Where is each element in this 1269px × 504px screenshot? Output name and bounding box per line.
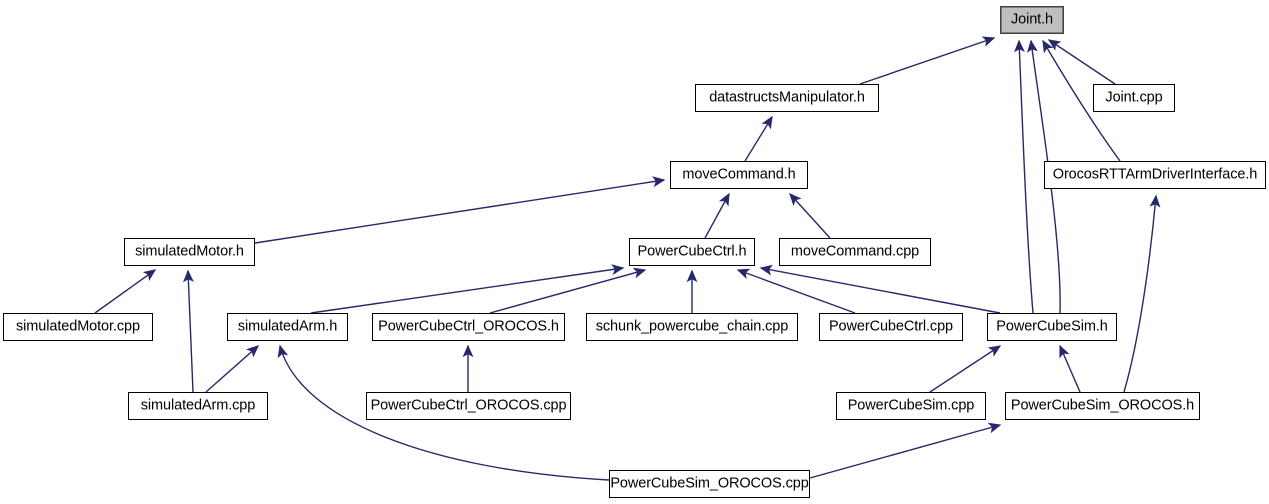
graph-node-simulatedmotor_cpp[interactable]: simulatedMotor.cpp bbox=[3, 313, 153, 341]
graph-node-label: PowerCubeCtrl_OROCOS.cpp bbox=[370, 397, 567, 414]
graph-node-joint_h[interactable]: Joint.h bbox=[1000, 6, 1064, 34]
graph-node-powercubesim_orocos_h[interactable]: PowerCubeSim_OROCOS.h bbox=[1005, 392, 1200, 420]
graph-node-datastructs_manipulator_h[interactable]: datastructsManipulator.h bbox=[695, 84, 879, 112]
graph-node-orocos_rtt_arm_driver_h[interactable]: OrocosRTTArmDriverInterface.h bbox=[1044, 161, 1266, 189]
graph-node-label: moveCommand.cpp bbox=[790, 243, 920, 260]
graph-node-label: simulatedArm.cpp bbox=[140, 397, 256, 414]
graph-edge-powercubectrl_cpp-to-powercubectrl_h bbox=[736, 268, 856, 314]
graph-node-label: PowerCubeCtrl.h bbox=[637, 243, 747, 260]
graph-node-joint_cpp[interactable]: Joint.cpp bbox=[1093, 84, 1175, 112]
graph-edge-simulatedarm_cpp-to-simulatedarm_h bbox=[205, 345, 260, 393]
graph-node-schunk_powercube_chain_cpp[interactable]: schunk_powercube_chain.cpp bbox=[586, 313, 798, 341]
graph-node-powercubectrl_orocos_h[interactable]: PowerCubeCtrl_OROCOS.h bbox=[372, 313, 565, 341]
graph-edge-simulatedmotor_cpp-to-simulatedmotor_h bbox=[94, 269, 157, 314]
graph-node-powercubectrl_h[interactable]: PowerCubeCtrl.h bbox=[629, 238, 755, 266]
graph-edge-movecommand_cpp-to-movecommand_h bbox=[789, 192, 831, 239]
graph-node-label: simulatedMotor.h bbox=[135, 243, 244, 260]
graph-node-simulatedarm_h[interactable]: simulatedArm.h bbox=[227, 313, 348, 341]
graph-node-label: PowerCubeCtrl_OROCOS.h bbox=[378, 318, 559, 335]
graph-edge-movecommand_h-to-datastructs_manipulator_h bbox=[744, 115, 773, 162]
graph-edge-simulatedarm_h-to-powercubectrl_h bbox=[310, 264, 625, 314]
graph-edge-simulatedmotor_h-to-movecommand_h bbox=[254, 176, 666, 244]
graph-edge-powercubesim_orocos_h-to-powercubesim_h bbox=[1059, 344, 1081, 393]
graph-node-powercubectrl_cpp[interactable]: PowerCubeCtrl.cpp bbox=[819, 313, 963, 341]
graph-node-label: moveCommand.h bbox=[682, 166, 796, 183]
graph-edge-powercubectrl_orocos_h-to-powercubectrl_h bbox=[489, 267, 647, 314]
graph-node-label: Joint.cpp bbox=[1105, 89, 1163, 106]
graph-node-movecommand_h[interactable]: moveCommand.h bbox=[670, 161, 808, 189]
graph-node-label: PowerCubeSim.cpp bbox=[847, 397, 975, 414]
graph-edge-joint_cpp-to-joint_h bbox=[1047, 39, 1116, 85]
graph-node-label: PowerCubeSim_OROCOS.h bbox=[1010, 397, 1195, 414]
graph-edge-powercubesim_orocos_cpp-to-powercubesim_orocos_h bbox=[809, 422, 1002, 479]
graph-node-powercubesim_cpp[interactable]: PowerCubeSim.cpp bbox=[836, 392, 986, 420]
graph-edge-simulatedarm_cpp-to-simulatedmotor_h bbox=[183, 269, 194, 393]
graph-node-simulatedmotor_h[interactable]: simulatedMotor.h bbox=[124, 238, 255, 266]
graph-edge-powercubesim_orocos_h-to-orocos_rtt_arm_driver_h bbox=[1123, 194, 1161, 393]
graph-node-label: simulatedArm.h bbox=[237, 318, 338, 335]
graph-edge-powercubesim_h-to-powercubectrl_h bbox=[759, 264, 1001, 314]
graph-node-powercubesim_orocos_cpp[interactable]: PowerCubeSim_OROCOS.cpp bbox=[609, 470, 810, 498]
graph-node-label: simulatedMotor.cpp bbox=[16, 318, 140, 335]
graph-node-label: OrocosRTTArmDriverInterface.h bbox=[1052, 166, 1258, 183]
graph-node-label: datastructsManipulator.h bbox=[709, 89, 865, 106]
graph-node-simulatedarm_cpp[interactable]: simulatedArm.cpp bbox=[128, 392, 268, 420]
graph-edge-datastructs_manipulator_h-to-joint_h bbox=[859, 36, 996, 85]
graph-edge-powercubesim_cpp-to-powercubesim_h bbox=[929, 345, 1002, 393]
graph-node-label: Joint.h bbox=[1010, 11, 1054, 28]
graph-edge-powercubesim_h-to-joint_h bbox=[1014, 39, 1034, 314]
graph-node-label: PowerCubeSim.h bbox=[996, 318, 1108, 335]
graph-node-powercubectrl_orocos_cpp[interactable]: PowerCubeCtrl_OROCOS.cpp bbox=[366, 392, 571, 420]
graph-node-powercubesim_h[interactable]: PowerCubeSim.h bbox=[987, 313, 1117, 341]
graph-node-label: PowerCubeSim_OROCOS.cpp bbox=[610, 475, 809, 492]
graph-node-label: PowerCubeCtrl.cpp bbox=[828, 318, 954, 335]
graph-node-movecommand_cpp[interactable]: moveCommand.cpp bbox=[779, 238, 931, 266]
graph-node-label: schunk_powercube_chain.cpp bbox=[595, 318, 789, 335]
graph-edge-powercubectrl_h-to-movecommand_h bbox=[704, 192, 730, 239]
